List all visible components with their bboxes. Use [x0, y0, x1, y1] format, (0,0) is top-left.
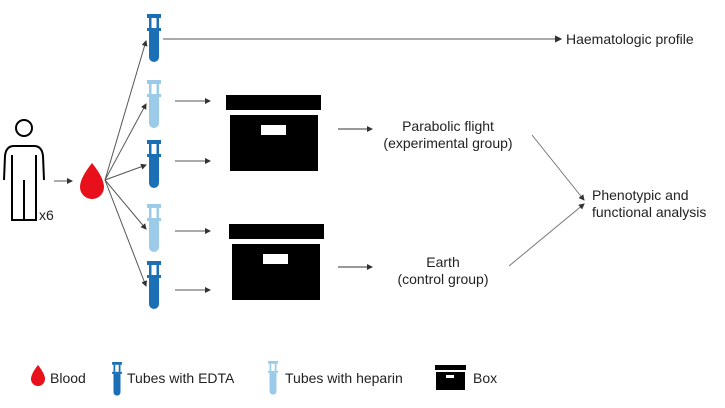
- legend-edta-label: Tubes with EDTA: [127, 370, 235, 386]
- legend-blood-icon: [31, 365, 45, 386]
- analysis-line1: Phenotypic and: [592, 187, 689, 203]
- earth-label: Earth (control group): [378, 254, 508, 288]
- haematologic-profile-label: Haematologic profile: [566, 31, 694, 47]
- person-icon: [3, 119, 45, 221]
- analysis-line2: functional analysis: [592, 204, 707, 220]
- tube-to-box-arrows: [175, 98, 211, 293]
- parabolic-line2: (experimental group): [383, 135, 513, 151]
- box-icon-parabolic: [226, 95, 321, 171]
- heparin-tube-icon: [147, 80, 161, 128]
- blood-drop-icon: [80, 163, 104, 199]
- legend-edta-tube-icon: [112, 362, 122, 396]
- analysis-label: Phenotypic and functional analysis: [592, 187, 706, 221]
- fan-arrows: [104, 40, 148, 287]
- arrow-earth-to-analysis: [508, 203, 585, 267]
- box-icon-earth: [229, 224, 324, 300]
- legend-heparin-tube-icon: [268, 361, 278, 395]
- legend-blood-label: Blood: [50, 370, 86, 386]
- parabolic-flight-label: Parabolic flight (experimental group): [378, 118, 518, 152]
- legend-heparin-label: Tubes with heparin: [285, 370, 403, 386]
- edta-tube-icon: [147, 261, 161, 309]
- heparin-tube-icon: [147, 204, 161, 252]
- earth-line2: (control group): [397, 271, 489, 287]
- edta-tube-icon: [147, 140, 161, 188]
- edta-tube-icon: [147, 14, 161, 62]
- earth-line1: Earth: [426, 254, 460, 270]
- subject-multiplier: x6: [39, 207, 54, 223]
- arrow-parabolic-to-analysis: [531, 134, 585, 201]
- parabolic-line1: Parabolic flight: [402, 118, 494, 134]
- legend-box-label: Box: [473, 370, 498, 386]
- legend-box-icon: [435, 365, 466, 390]
